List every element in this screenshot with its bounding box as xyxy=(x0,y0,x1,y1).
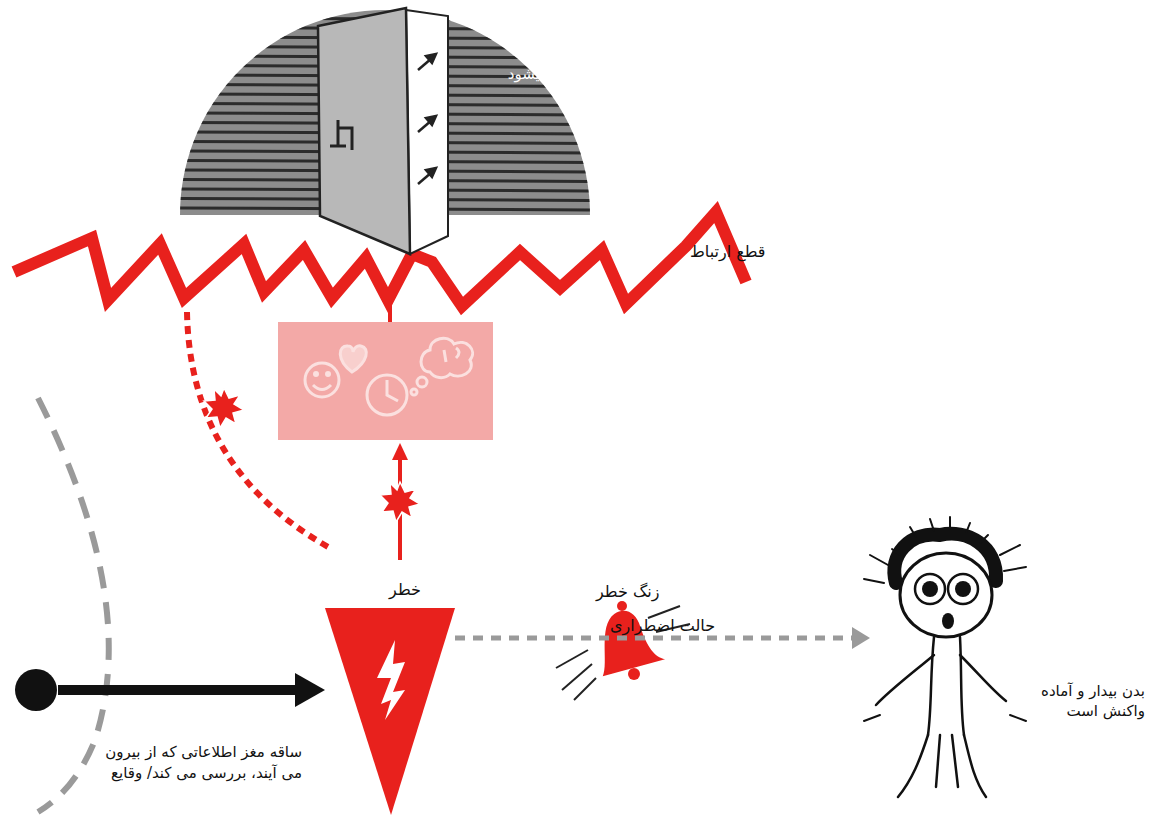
thought-bubble xyxy=(421,338,473,377)
spark-burst xyxy=(204,388,244,428)
eye xyxy=(915,574,945,604)
arrow-head xyxy=(295,673,325,707)
gate-dome: دروازه بسته میشود xyxy=(180,0,590,220)
arrow-head xyxy=(426,116,436,125)
bell-clapper xyxy=(628,668,640,680)
face xyxy=(900,553,992,637)
smiley-eye xyxy=(327,373,330,376)
smiley-mouth xyxy=(313,385,331,390)
closing-arrows xyxy=(418,54,436,184)
body-figure: بدن بیدار و آماده واکنش است xyxy=(870,525,1015,815)
node-text: خطر xyxy=(375,580,435,600)
brainstem-dot: ساقه مغز اطلاعاتی که از بیرون می آیند، ب… xyxy=(14,668,58,712)
heart-icon xyxy=(340,346,366,372)
red-arrow-shaft xyxy=(388,300,392,322)
node-text: بدن بیدار و آماده واکنش است xyxy=(1020,681,1145,721)
danger-triangle: خطر xyxy=(325,600,455,815)
danger-triangle-shape xyxy=(325,600,455,815)
thought-marks xyxy=(444,348,459,362)
arrow-head xyxy=(426,168,436,177)
stick-figure xyxy=(864,517,1026,797)
red-arrow-head xyxy=(392,443,408,460)
lightning-bolt xyxy=(377,640,405,720)
hair-spikes xyxy=(892,517,988,555)
node-text: دروازه بسته میشود xyxy=(492,14,564,86)
smiley-icon xyxy=(305,363,339,397)
thought-dot xyxy=(417,377,427,387)
mind-box xyxy=(278,322,493,440)
pink-box xyxy=(278,322,493,440)
thought-dot xyxy=(411,389,417,395)
pupil xyxy=(955,581,971,597)
clock-hands xyxy=(387,380,398,401)
door-inner-panel xyxy=(406,10,448,254)
arrow-head xyxy=(426,54,436,63)
dotted-red-line xyxy=(187,312,330,548)
arrow-head xyxy=(852,627,870,649)
torso xyxy=(928,637,964,735)
connector-line xyxy=(58,685,297,695)
clock-icon xyxy=(367,375,407,415)
mouth xyxy=(942,613,954,629)
node-text: ساقه مغز اطلاعاتی که از بیرون می آیند، ب… xyxy=(84,742,302,784)
dashed-arc xyxy=(38,398,109,812)
brainstem-dot-shape xyxy=(14,668,58,712)
motion-line xyxy=(574,678,596,700)
motion-line xyxy=(556,650,588,668)
input-arrow xyxy=(58,673,325,707)
connector-line xyxy=(455,636,854,641)
alarm-bell xyxy=(556,601,690,700)
edge-label: حالت اضطراری xyxy=(610,616,715,636)
pupil xyxy=(922,581,938,597)
input-dot xyxy=(15,669,57,711)
eye xyxy=(948,574,978,604)
spark-burst xyxy=(380,482,420,522)
door-panel xyxy=(318,8,410,254)
triangle-shape xyxy=(325,608,455,815)
body-figure-shape xyxy=(870,525,1015,815)
smiley-eye xyxy=(315,373,318,376)
shake-lines xyxy=(864,545,1026,721)
faint-icons xyxy=(305,338,473,415)
disconnect-label: قطع ارتباط xyxy=(690,242,766,262)
bell-top xyxy=(617,601,627,611)
arms xyxy=(876,655,1006,705)
legs xyxy=(898,735,986,797)
bell-label: زنگ خطر xyxy=(596,582,659,602)
door-handle xyxy=(330,120,352,150)
